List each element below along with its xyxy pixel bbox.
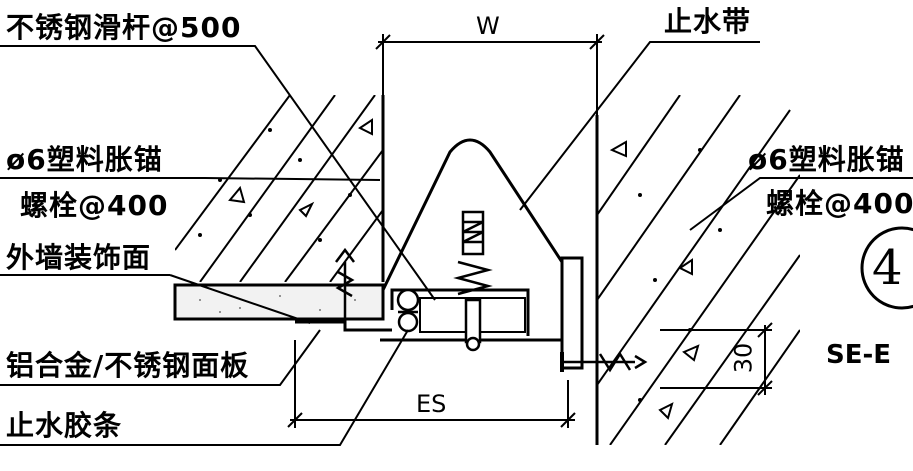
right-bracket-block (560, 256, 584, 370)
label-anchor-left-line2: 螺栓@400 (20, 189, 169, 222)
left-anchor-bolt-icon (335, 247, 355, 322)
label-anchor-left-line1: ø6塑料胀锚 (6, 143, 163, 176)
dimension-w-label: W (476, 12, 500, 40)
label-waterstop: 止水带 (664, 5, 752, 38)
detail-reference-circle (860, 226, 913, 310)
right-anchor-bolt-icon (560, 351, 648, 373)
dimension-es (287, 340, 576, 428)
label-facade: 外墙装饰面 (6, 241, 152, 274)
leader-lines (0, 41, 913, 446)
label-seal-strip: 止水胶条 (6, 409, 123, 442)
waterstop-profile (381, 138, 564, 291)
detail-code: SE-E (826, 340, 892, 370)
right-concrete-wall (597, 95, 800, 445)
seal-gasket (396, 288, 420, 333)
dimension-es-label: ES (416, 390, 447, 418)
dimension-w (375, 34, 605, 115)
label-panel: 铝合金/不锈钢面板 (6, 349, 250, 382)
label-anchor-right-line1: ø6塑料胀锚 (748, 143, 905, 176)
dimension-30 (660, 322, 773, 396)
label-slide-bar: 不锈钢滑杆@500 (6, 11, 242, 44)
facade-finish-layer (173, 283, 385, 321)
detail-number: 4 (872, 240, 903, 296)
dimension-depth-label: 30 (729, 342, 758, 374)
slide-bar-spring (453, 210, 493, 352)
left-concrete-wall (175, 95, 383, 282)
label-anchor-right-line2: 螺栓@400 (766, 187, 913, 220)
